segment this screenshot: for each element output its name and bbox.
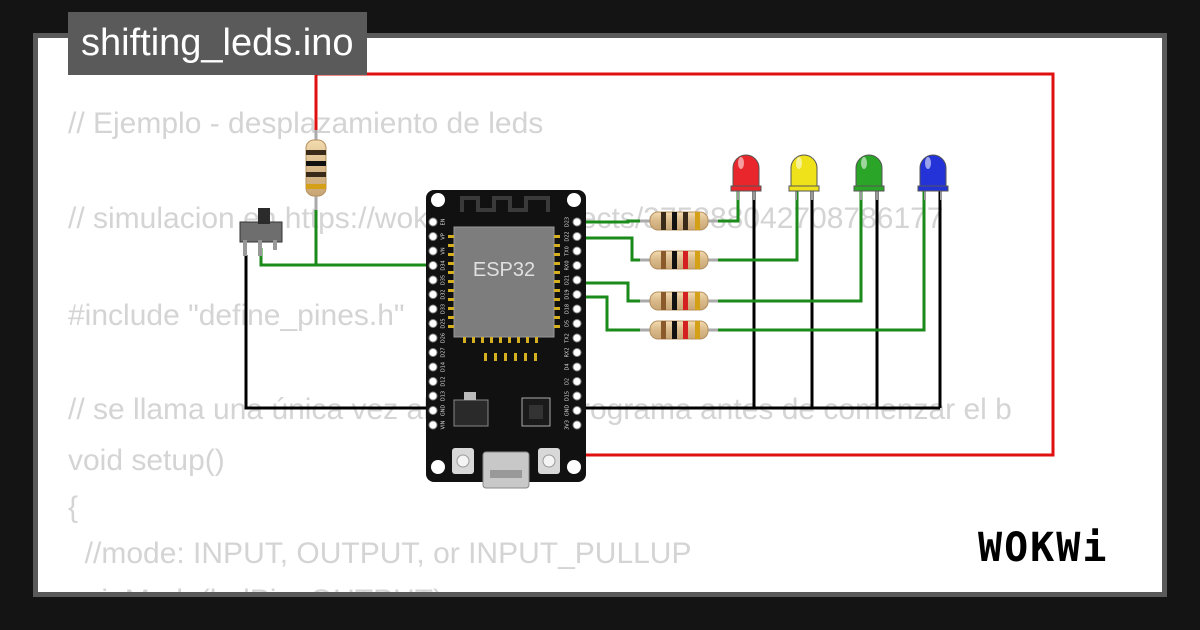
pin-hole	[572, 304, 582, 314]
pin-label: EN	[441, 218, 447, 225]
pull-resistor	[305, 130, 327, 210]
pin-label: D2	[565, 378, 571, 385]
pin-label: D21	[565, 275, 571, 285]
pin-hole	[428, 362, 438, 372]
led-resistor	[640, 291, 718, 311]
pin-hole	[572, 275, 582, 285]
code-line: pinMode(ledPin, OUTPUT);	[68, 584, 452, 592]
code-line: #include "define_pines.h"	[68, 299, 405, 332]
pin-label: RX0	[565, 260, 571, 270]
signal-wires	[259, 182, 926, 332]
pin-label: GND	[565, 405, 571, 417]
pin-hole	[428, 275, 438, 285]
pin-hole	[572, 406, 582, 415]
pin-label: D27	[441, 347, 447, 357]
pin-label: TX0	[565, 246, 571, 257]
pin-label: RX2	[565, 347, 571, 357]
pin-label: D26	[441, 333, 447, 343]
pin-label: GND	[441, 405, 447, 417]
pin-hole	[572, 377, 582, 386]
pin-label: D4	[565, 363, 571, 370]
pin-label: D33	[441, 304, 447, 314]
pin-hole	[428, 290, 438, 299]
pin-label: D25	[441, 318, 447, 328]
pin-label: D34	[441, 260, 447, 270]
led-resistor	[640, 211, 718, 231]
pin-hole	[428, 420, 438, 430]
pin-label: D19	[565, 289, 571, 299]
pin-label: VP	[441, 233, 447, 239]
pin-hole	[572, 290, 582, 299]
led-resistor	[640, 320, 718, 340]
pin-label: D35	[441, 275, 447, 285]
pin-hole	[572, 319, 582, 328]
esp32-board: ESP32	[426, 190, 586, 489]
pin-hole	[428, 333, 438, 343]
board-label: ESP32	[473, 259, 535, 281]
leds	[730, 154, 949, 200]
pin-hole	[572, 348, 582, 357]
code-line: {	[68, 491, 79, 524]
code-line: // simulacion en https://wokwi.com/proje…	[68, 202, 944, 235]
led-yellow	[788, 154, 820, 200]
pin-label: VN	[441, 247, 447, 254]
pin-hole	[572, 246, 582, 256]
pin-label: D15	[565, 391, 571, 401]
pin-label: D22	[565, 231, 571, 241]
pin-label: D14	[441, 362, 447, 372]
led-green	[853, 154, 885, 200]
code-line: void setup()	[68, 444, 225, 477]
led-blue	[917, 154, 949, 200]
pin-hole	[572, 362, 582, 372]
led-resistor	[640, 250, 718, 270]
pin-label: D32	[441, 289, 447, 299]
pin-label: D18	[565, 304, 571, 314]
pin-hole	[428, 232, 438, 241]
pin-hole	[428, 261, 438, 270]
pin-hole	[572, 333, 582, 343]
pin-hole	[428, 217, 438, 227]
pin-hole	[572, 391, 582, 401]
pin-hole	[428, 391, 438, 401]
file-title: shifting_leds.ino	[68, 12, 367, 75]
pin-label: VIN	[441, 420, 447, 429]
pin-hole	[428, 246, 438, 256]
pin-hole	[428, 377, 438, 386]
pin-hole	[428, 406, 438, 415]
pin-label: 3V3	[565, 420, 571, 430]
pin-label: D12	[441, 376, 447, 386]
led-red	[730, 154, 762, 200]
ground-wires	[244, 180, 942, 410]
pin-hole	[428, 319, 438, 328]
preview-canvas: // Ejemplo - desplazamiento de leds // s…	[38, 38, 1162, 592]
wokwi-logo: WOKWi	[978, 525, 1109, 571]
pin-hole	[572, 420, 582, 430]
pin-hole	[428, 348, 438, 357]
pin-label: TX2	[565, 333, 571, 344]
pin-hole	[572, 217, 582, 227]
slide-switch	[239, 208, 283, 256]
pin-label: D13	[441, 391, 447, 401]
pin-label: D23	[565, 217, 571, 227]
pin-hole	[572, 232, 582, 241]
pin-label: D5	[565, 320, 571, 327]
pin-hole	[428, 304, 438, 314]
code-background: // Ejemplo - desplazamiento de leds // s…	[68, 38, 1012, 592]
pin-hole	[572, 261, 582, 270]
code-line: // Ejemplo - desplazamiento de leds	[68, 107, 544, 140]
code-line: //mode: INPUT, OUTPUT, or INPUT_PULLUP	[68, 537, 692, 570]
